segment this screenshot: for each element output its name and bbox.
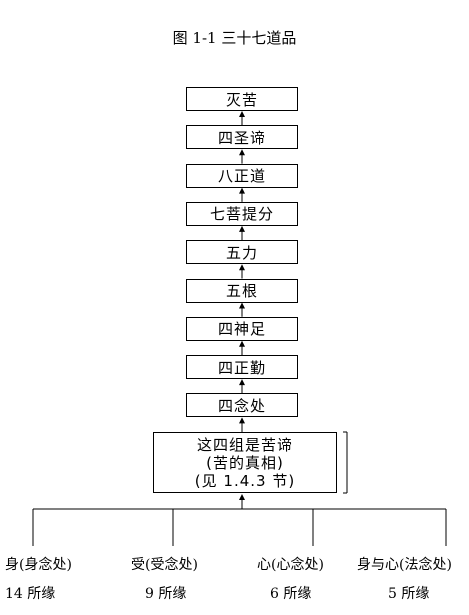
source-dhamma-count: 5 所缘 [388,586,430,602]
source-dhamma-label: 身与心(法念处) [357,557,452,573]
box-mie-ku: 灭苦 [186,87,298,111]
source-feeling-count: 9 所缘 [145,586,187,602]
box-suffering-group: 这四组是苦谛 (苦的真相) (见 1.4.3 节) [153,432,337,493]
box-si-nian-chu: 四念处 [186,393,298,418]
source-feeling-label: 受(受念处) [131,557,198,573]
suffering-group-line-3: (见 1.4.3 节) [194,471,296,490]
source-mind-count: 6 所缘 [270,586,312,602]
source-mind-label: 心(心念处) [257,557,324,573]
tree-arrow [239,494,245,500]
base-arrow [239,417,245,424]
chain-arrow-3 [239,225,245,232]
chain-arrow-5 [239,302,245,309]
chain-arrow-2 [239,187,245,194]
box-si-sheng-di: 四圣谛 [186,125,298,150]
suffering-group-line-2: (苦的真相) [206,453,284,472]
chain-arrow-1 [239,149,245,156]
box-si-shen-zu: 四神足 [186,316,298,341]
box-wu-li: 五力 [186,240,298,265]
chain-arrow-6 [239,340,245,347]
figure-caption: 图 1-1 三十七道品 [172,29,297,47]
suffering-group-line-1: 这四组是苦谛 [196,435,293,454]
box-ba-zheng-dao: 八正道 [186,163,298,188]
chain-arrow-4 [239,264,245,271]
chain-arrow-7 [239,379,245,386]
chain-arrow-0 [239,111,245,117]
source-body-label: 身(身念处) [5,557,72,573]
source-body-count: 14 所缘 [5,586,56,602]
box-si-zheng-qin: 四正勤 [186,355,298,380]
box-wu-gen: 五根 [186,278,298,303]
box-qi-pu-ti-fen: 七菩提分 [186,201,298,226]
